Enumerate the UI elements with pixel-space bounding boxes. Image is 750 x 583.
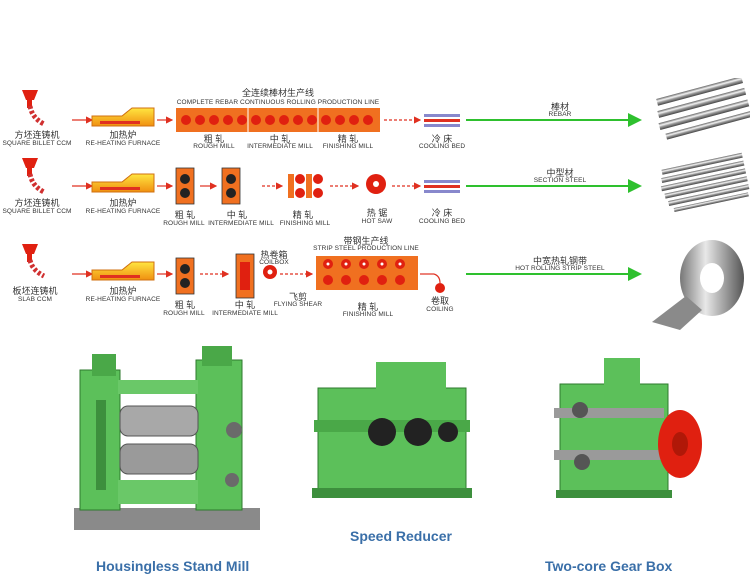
line-title-cn-3: 带钢生产线 [343, 236, 389, 246]
strip-finishing-mill [316, 256, 418, 290]
finishing-label-cn-3: 精 轧 [357, 302, 379, 312]
hot-saw-icon [366, 174, 386, 194]
ccm-label-en-3: SLAB CCM [17, 296, 53, 303]
furnace-label-en-3: RE-HEATING FURNACE [85, 296, 161, 303]
rebar-product-image [656, 78, 750, 140]
ccm-label-en-2: SQUARE BILLET CCM [2, 208, 72, 215]
intermediate-label-en-1: INTERMEDIATE MILL [247, 143, 313, 150]
caption-gearbox: Two-core Gear Box [545, 558, 673, 574]
finishing-label-cn-2: 精 轧 [292, 210, 314, 220]
rough-mill-icon-3 [175, 257, 195, 295]
speed-reducer-image [312, 362, 472, 498]
rough-label-cn-3: 粗 轧 [174, 300, 196, 310]
coilbox-label-cn: 热卷箱 [260, 250, 288, 260]
finishing-label-cn-1: 精 轧 [337, 134, 359, 144]
saw-label-en: HOT SAW [361, 218, 393, 225]
cooling-bed-icon-1 [424, 114, 460, 127]
product-label-en-3: HOT ROLLING STRIP STEEL [515, 265, 605, 272]
product-label-cn-1: 棒材 [550, 102, 569, 112]
ccm-label-en-1: SQUARE BILLET CCM [2, 140, 72, 147]
finishing-label-en-3: FINISHING MILL [342, 311, 394, 318]
line-title-cn-1: 全连续棒材生产线 [241, 88, 314, 98]
coiling-icon [433, 273, 445, 293]
rough-mill-icon-2 [175, 167, 195, 205]
product-label-cn-3: 中宽热轧钢带 [532, 256, 587, 266]
ccm-label-cn-2: 方坯连铸机 [14, 198, 60, 208]
intermediate-label-cn-1: 中 轧 [269, 134, 291, 144]
furnace-label-cn-3: 加热炉 [109, 286, 137, 296]
ccm-icon-2 [22, 158, 46, 195]
furnace-label-cn-2: 加热炉 [109, 198, 137, 208]
continuous-rolling-line [176, 108, 380, 132]
line-title-en-1: COMPLETE REBAR CONTINUOUS ROLLING PRODUC… [176, 99, 380, 106]
caption-speed-reducer: Speed Reducer [350, 528, 452, 544]
ccm-label-cn-3: 板坯连铸机 [12, 286, 58, 296]
process-flow-diagram: 方坯连铸机 SQUARE BILLET CCM 加热炉 RE-HEATING F… [0, 78, 750, 340]
intermediate-mill-icon-3 [235, 253, 255, 299]
shear-label-en: FLYING SHEAR [273, 301, 323, 308]
strip-coil-product-image [652, 240, 744, 330]
rough-label-en-1: ROUGH MILL [193, 143, 235, 150]
cooling-bed-icon-2 [424, 180, 460, 193]
ccm-icon-3 [22, 244, 46, 279]
flow-graphics [22, 78, 750, 330]
ccm-label-cn-1: 方坯连铸机 [14, 130, 60, 140]
intermediate-label-cn-3: 中 轧 [234, 300, 256, 310]
furnace-icon-2 [91, 173, 155, 193]
rough-label-cn-1: 粗 轧 [203, 134, 225, 144]
intermediate-label-en-3: INTERMEDIATE MILL [212, 310, 278, 317]
coilbox-label-en: COILBOX [259, 259, 289, 266]
machine-illustrations [74, 346, 702, 530]
cooling-label-en-1: COOLING BED [418, 143, 466, 150]
intermediate-mill-icon-2 [221, 167, 241, 205]
rough-label-cn-2: 粗 轧 [174, 210, 196, 220]
rough-label-en-2: ROUGH MILL [163, 220, 205, 227]
furnace-label-en-1: RE-HEATING FURNACE [85, 140, 161, 147]
finishing-label-en-1: FINISHING MILL [322, 143, 374, 150]
cooling-label-cn-1: 冷 床 [431, 134, 453, 144]
product-label-cn-2: 中型材 [546, 168, 574, 178]
cooling-label-cn-2: 冷 床 [431, 208, 453, 218]
shear-label-cn: 飞剪 [288, 292, 307, 302]
intermediate-label-en-2: INTERMEDIATE MILL [208, 220, 274, 227]
caption-stand-mill: Housingless Stand Mill [96, 558, 250, 574]
furnace-icon-1 [91, 107, 155, 127]
furnace-label-cn-1: 加热炉 [109, 130, 137, 140]
ccm-icon-1 [22, 90, 46, 127]
product-label-en-1: REBAR [548, 111, 572, 118]
cooling-label-en-2: COOLING BED [418, 218, 466, 225]
coiling-label-cn: 卷取 [430, 296, 449, 306]
furnace-icon-3 [91, 261, 155, 281]
coiling-label-en: COILING [426, 306, 454, 313]
section-steel-product-image [660, 152, 750, 213]
product-label-en-2: SECTION STEEL [533, 177, 587, 184]
furnace-label-en-2: RE-HEATING FURNACE [85, 208, 161, 215]
intermediate-label-cn-2: 中 轧 [226, 210, 248, 220]
stand-mill-image [74, 346, 260, 530]
finishing-mill-icon-2 [288, 174, 323, 198]
saw-label-cn: 热 锯 [366, 208, 388, 218]
finishing-label-en-2: FINISHING MILL [279, 220, 331, 227]
line-title-en-3: STRIP STEEL PRODUCTION LINE [313, 245, 419, 252]
gearbox-image [554, 358, 702, 498]
rough-label-en-3: ROUGH MILL [163, 310, 205, 317]
coilbox-icon [263, 265, 277, 279]
